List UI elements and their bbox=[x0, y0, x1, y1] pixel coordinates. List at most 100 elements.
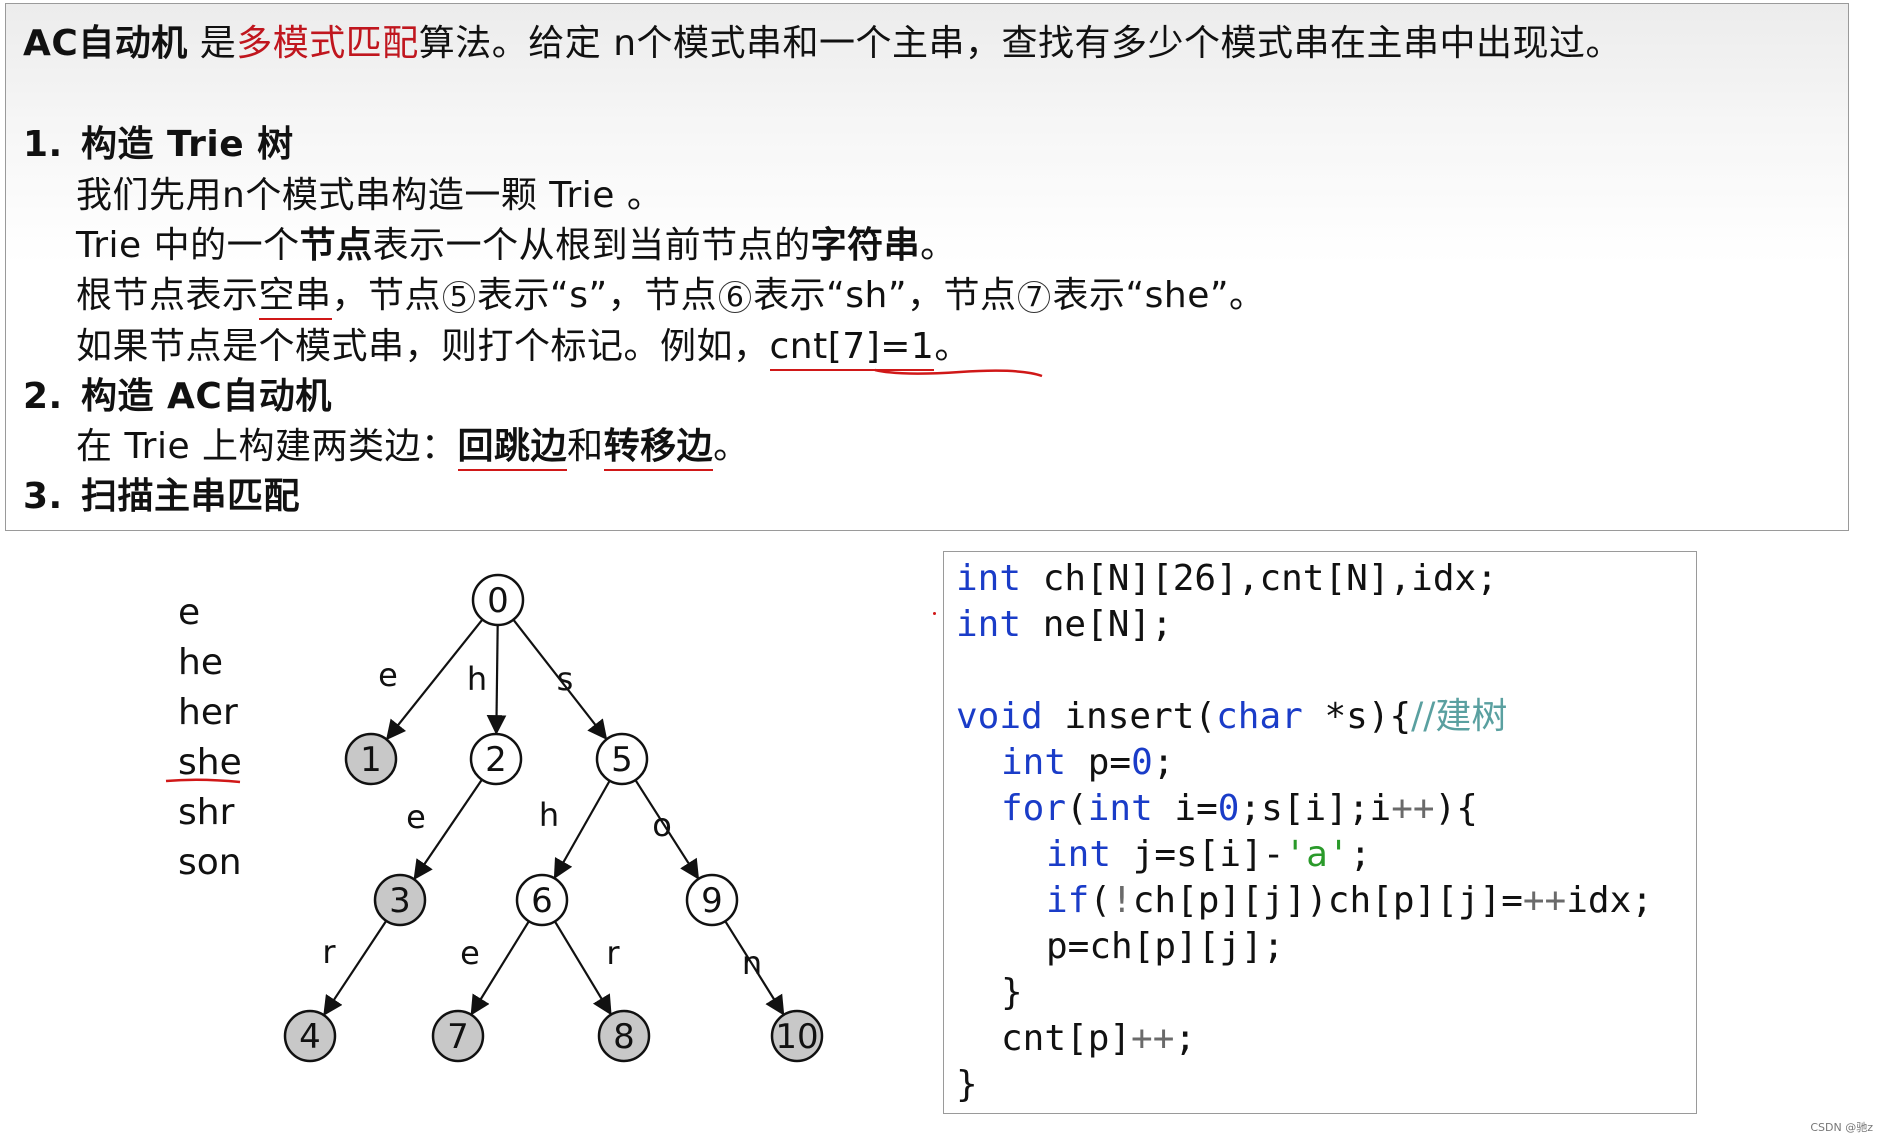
pattern-item: he bbox=[178, 642, 223, 683]
trie-node-label: 9 bbox=[701, 881, 723, 921]
code-line-6: int j=s[i]-'a'; bbox=[1046, 832, 1371, 878]
step3-heading: 3. 扫描主串匹配 bbox=[23, 475, 300, 519]
intro-plain: 是 bbox=[187, 23, 237, 64]
step1-line4-a: 如果节点是个模式串，则打个标记。例如， bbox=[76, 326, 770, 367]
code-line-7: if(!ch[p][j])ch[p][j]=++idx; bbox=[1046, 878, 1653, 924]
trie-node-label: 6 bbox=[531, 881, 553, 921]
code-line-3: void insert(char *s){//建树 bbox=[956, 694, 1507, 740]
trie-node-8 bbox=[597, 1009, 651, 1063]
trie-node-2 bbox=[469, 732, 523, 786]
trie-node-7 bbox=[431, 1009, 485, 1063]
step2-line1: 在 Trie 上构建两类边：回跳边和转移边。 bbox=[76, 425, 750, 471]
code-text: ){ bbox=[1434, 788, 1478, 829]
code-text: idx; bbox=[1566, 880, 1653, 921]
step1-line1: 我们先用n个模式串构造一颗 Trie 。 bbox=[76, 175, 664, 216]
code-line-9: } bbox=[1001, 972, 1023, 1013]
code-text: ch[p][j])ch[p][j]= bbox=[1132, 880, 1523, 921]
intro-rest: 算法。给定 n个模式串和一个主串，查找有多少个模式串在主串中出现过。 bbox=[418, 23, 1623, 64]
kw-void: void bbox=[956, 696, 1043, 737]
code-text: ; bbox=[1174, 1018, 1197, 1059]
step1-line3-c: ，节点 bbox=[331, 275, 442, 316]
trie-node-label: 7 bbox=[447, 1017, 469, 1057]
kw-int: int bbox=[956, 604, 1022, 645]
circled-number-6: 6 bbox=[719, 281, 752, 313]
code-text: ne[N]; bbox=[1021, 604, 1173, 645]
kw-for: for bbox=[1001, 788, 1067, 829]
trie-edge-0-1 bbox=[385, 618, 484, 741]
step2-transfer-edge: 转移边 bbox=[603, 426, 714, 471]
trie-node-label: 2 bbox=[485, 740, 507, 780]
trie-node-9 bbox=[685, 873, 739, 927]
code-text: ( bbox=[1066, 788, 1088, 829]
trie-node-label: 4 bbox=[299, 1017, 321, 1057]
intro-highlight: 多模式匹配 bbox=[236, 23, 419, 64]
code-line-4: int p=0; bbox=[1001, 740, 1174, 786]
trie-edge-label: r bbox=[606, 934, 620, 972]
step2-number: 2. bbox=[23, 376, 63, 417]
code-text: insert( bbox=[1042, 696, 1217, 737]
watermark: CSDN @驰z bbox=[1810, 1121, 1873, 1134]
step3-number: 3. bbox=[23, 476, 63, 517]
code-comment: //建树 bbox=[1411, 696, 1508, 737]
trie-edge-label: h bbox=[467, 660, 487, 698]
step1-line3-f: 表示“she”。 bbox=[1052, 275, 1266, 316]
code-text: cnt[p] bbox=[1001, 1018, 1132, 1059]
code-text: ch[N][26],cnt[N],idx; bbox=[1021, 558, 1498, 599]
step1-line3-a: 根节点表示 bbox=[76, 275, 259, 316]
trie-edge-2-3 bbox=[413, 779, 483, 881]
pattern-item: son bbox=[178, 842, 242, 883]
kw-int: int bbox=[956, 558, 1022, 599]
pattern-item: her bbox=[178, 692, 238, 733]
trie-edge-label: n bbox=[742, 944, 762, 982]
code-operator: ! bbox=[1111, 880, 1133, 921]
pattern-item-she: she bbox=[178, 742, 242, 783]
trie-edge-label: r bbox=[322, 933, 336, 971]
explanation-panel: AC自动机 是多模式匹配算法。给定 n个模式串和一个主串，查找有多少个模式串在主… bbox=[5, 3, 1849, 531]
step1-line2-c: 表示一个从根到当前节点的 bbox=[372, 225, 811, 266]
trie-edge-label: e bbox=[406, 798, 426, 836]
kw-int: int bbox=[1046, 834, 1112, 875]
code-operator: ++ bbox=[1522, 880, 1567, 921]
step1-line4-cnt: cnt[7]=1 bbox=[769, 326, 935, 371]
code-text: ; bbox=[1349, 834, 1372, 875]
trie-edge-5-9 bbox=[634, 779, 700, 880]
trie-node-label: 5 bbox=[611, 740, 633, 780]
step2-title: 构造 AC自动机 bbox=[81, 376, 332, 417]
trie-edge-label: o bbox=[652, 806, 672, 844]
step1-line2-node: 节点 bbox=[299, 225, 373, 266]
trie-node-label: 10 bbox=[775, 1017, 818, 1057]
underline-cnt bbox=[874, 368, 1043, 378]
step1-line4: 如果节点是个模式串，则打个标记。例如，cnt[7]=1。 bbox=[76, 325, 971, 371]
code-line-2: int ne[N]; bbox=[956, 602, 1173, 648]
trie-edge-6-7 bbox=[470, 920, 530, 1016]
intro-title: AC自动机 bbox=[23, 23, 188, 64]
trie-node-label: 1 bbox=[360, 740, 382, 780]
intro-line: AC自动机 是多模式匹配算法。给定 n个模式串和一个主串，查找有多少个模式串在主… bbox=[23, 22, 1622, 66]
trie-edge-label: e bbox=[460, 934, 480, 972]
trie-edge-5-6 bbox=[553, 780, 611, 880]
code-string: 'a' bbox=[1284, 834, 1350, 875]
trie-node-label: 3 bbox=[389, 881, 411, 921]
code-number: 0 bbox=[1217, 788, 1240, 829]
code-panel: int ch[N][26],cnt[N],idx; int ne[N]; voi… bbox=[943, 551, 1697, 1114]
trie-node-0 bbox=[471, 573, 525, 627]
code-text: j=s[i]- bbox=[1111, 834, 1285, 875]
kw-if: if bbox=[1046, 880, 1090, 921]
step1-line3-empty-string: 空串 bbox=[258, 275, 332, 320]
code-line-8: p=ch[p][j]; bbox=[1046, 926, 1285, 967]
trie-node-5 bbox=[595, 732, 649, 786]
trie-edge-label: s bbox=[557, 660, 574, 698]
step1-line3-e: 表示“sh”，节点 bbox=[753, 275, 1017, 316]
step1-line2: Trie 中的一个节点表示一个从根到当前节点的字符串。 bbox=[76, 224, 957, 268]
step3-title: 扫描主串匹配 bbox=[81, 476, 301, 517]
step1-line2-a: Trie 中的一个 bbox=[76, 225, 300, 266]
circled-number-5: 5 bbox=[443, 281, 476, 313]
code-operator: ++ bbox=[1131, 1018, 1175, 1059]
trie-node-1 bbox=[344, 732, 398, 786]
code-text: ; bbox=[1152, 742, 1175, 783]
code-operator: ++ bbox=[1391, 788, 1435, 829]
step2-line1-c: 和 bbox=[567, 426, 604, 467]
step1-heading: 1.构造 Trie 树 bbox=[23, 123, 294, 167]
trie-edge-6-8 bbox=[553, 920, 612, 1016]
